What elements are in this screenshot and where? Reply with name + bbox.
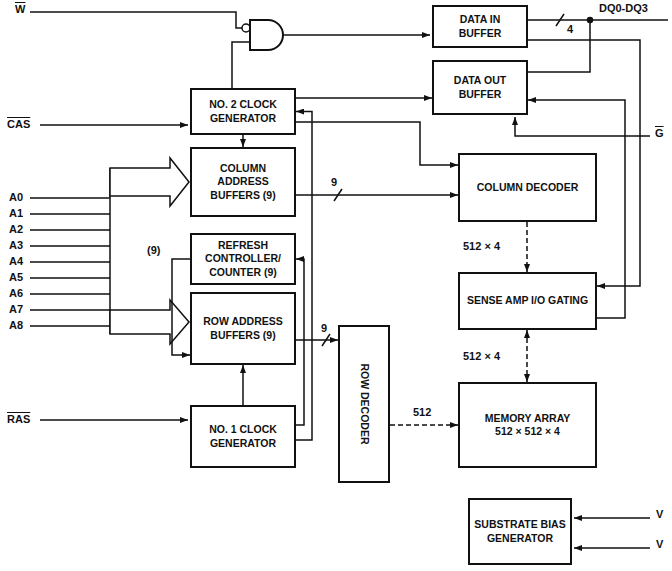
block-label: SENSE AMP I/O GATING: [467, 294, 588, 307]
bus-width: 4: [566, 23, 574, 35]
and-gate: [250, 20, 283, 50]
block-label: SUBSTRATE BIAS GENERATOR: [473, 518, 567, 544]
pin-name: A1: [8, 207, 24, 219]
pin-name: V: [655, 508, 664, 520]
block-label: ROW ADDRESS BUFFERS (9): [195, 315, 291, 341]
block-label: NO. 1 CLOCK GENERATOR: [195, 423, 291, 449]
signal-connector: [296, 112, 312, 441]
bus-width: 9: [330, 176, 338, 188]
block-box: NO. 2 CLOCK GENERATOR: [190, 88, 296, 135]
block-label: DATA IN BUFFER: [437, 13, 523, 39]
pin-name: A5: [8, 271, 24, 283]
signal-name: W: [14, 3, 26, 15]
address-lines: [30, 198, 110, 326]
block-label: COLUMN ADDRESS BUFFERS (9): [195, 162, 291, 201]
block-label: ROW DECODER: [357, 334, 370, 474]
signal-connector: [296, 259, 304, 425]
block-box: REFRESH CONTROLLER/ COUNTER (9): [190, 233, 296, 285]
block-label: NO. 2 CLOCK GENERATOR: [195, 98, 291, 124]
block-label: COLUMN DECODER: [477, 181, 579, 194]
clock-to-gate-wire: [232, 42, 250, 88]
pin-name: A7: [8, 303, 24, 315]
block-box: DATA OUT BUFFER: [432, 60, 528, 115]
bus-width: (9): [146, 244, 161, 256]
block-box: COLUMN ADDRESS BUFFERS (9): [190, 147, 296, 217]
pin-name: A6: [8, 287, 24, 299]
output-enable-wire: [515, 117, 650, 136]
supply-wire: [574, 547, 650, 549]
bus-width: 512 × 4: [462, 350, 501, 362]
data-out-wire: [528, 20, 590, 72]
cas-wire: [40, 124, 188, 126]
pin-name: A3: [8, 239, 24, 251]
block-label: 512 × 512 × 4: [495, 425, 560, 438]
data-bus: [528, 19, 668, 21]
block-label: REFRESH CONTROLLER/ COUNTER (9): [195, 239, 291, 278]
junction-dot: [588, 18, 593, 23]
column-address-arrow: [110, 158, 189, 206]
write-enable-wire: [30, 12, 242, 28]
block-box: SENSE AMP I/O GATING: [458, 272, 597, 330]
signal-connector: [296, 194, 458, 196]
block-label: DATA OUT BUFFER: [437, 74, 523, 100]
pin-name: A4: [8, 255, 24, 267]
signal-connector: [242, 135, 244, 147]
signal-connector: [242, 365, 244, 405]
bus-width: 512 × 4: [462, 240, 501, 252]
gate-output-wire: [283, 34, 430, 36]
block-box: ROW DECODER: [338, 325, 390, 483]
block-label: MEMORY ARRAY: [485, 412, 571, 425]
supply-wire: [574, 517, 650, 519]
signal-name: RAS: [6, 413, 31, 425]
block-box: NO. 1 CLOCK GENERATOR: [190, 405, 296, 468]
bus-width: 9: [320, 322, 328, 334]
signal-name: G: [654, 127, 665, 139]
signal-connector: [526, 330, 528, 382]
row-address-arrow: [110, 300, 189, 344]
pin-name: DQ0-DQ3: [598, 2, 649, 14]
block-box: MEMORY ARRAY512 × 512 × 4: [458, 382, 597, 468]
pin-name: A0: [8, 191, 24, 203]
block-box: SUBSTRATE BIAS GENERATOR: [468, 498, 572, 565]
signal-connector: [390, 424, 458, 426]
pin-name: V: [655, 538, 664, 550]
signal-connector: [526, 222, 528, 272]
ras-wire: [40, 419, 188, 421]
block-box: COLUMN DECODER: [458, 153, 597, 222]
signal-connector: [296, 339, 338, 341]
signal-connector: [296, 122, 458, 165]
bus-width: 512: [412, 406, 432, 418]
pin-name: A2: [8, 223, 24, 235]
block-box: ROW ADDRESS BUFFERS (9): [190, 292, 296, 365]
pin-name: A8: [8, 319, 24, 331]
block-box: DATA IN BUFFER: [432, 5, 528, 48]
signal-connector: [172, 259, 190, 355]
bus-slash: [556, 14, 564, 26]
signal-name: CAS: [6, 118, 31, 130]
signal-connector: [296, 97, 432, 99]
inversion-bubble: [242, 24, 250, 32]
